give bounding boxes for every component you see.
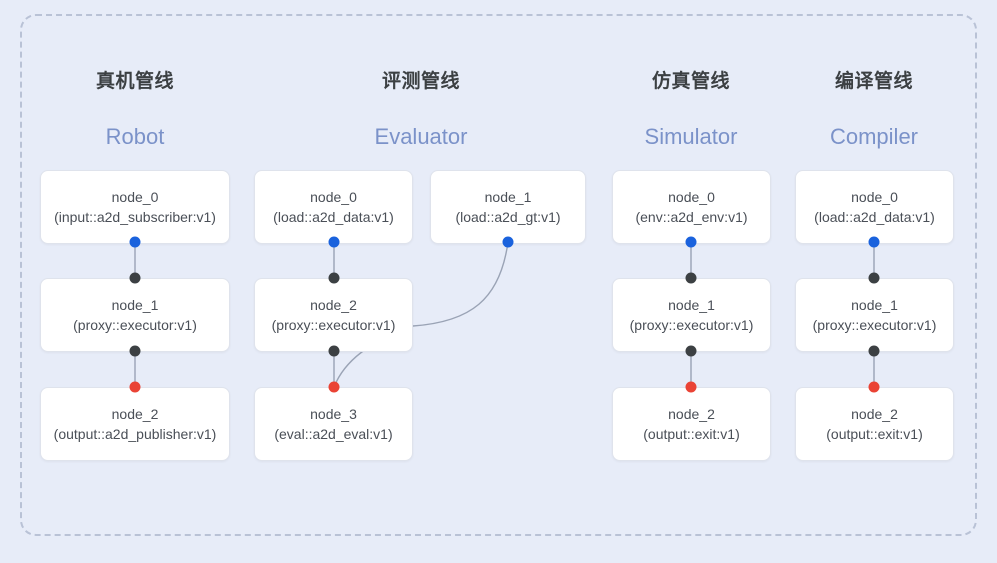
node-spec-label: (output::exit:v1) bbox=[826, 426, 923, 442]
port-dot-black-robot-1[interactable] bbox=[129, 272, 141, 284]
node-spec-label: (output::a2d_publisher:v1) bbox=[53, 426, 217, 442]
node-evaluator-node_0[interactable]: node_0(load::a2d_data:v1) bbox=[254, 170, 413, 244]
port-dot-blue-compiler-0[interactable] bbox=[868, 236, 880, 248]
node-spec-label: (load::a2d_data:v1) bbox=[273, 209, 394, 225]
node-name-label: node_0 bbox=[111, 189, 159, 205]
port-dot-black-simulator-1[interactable] bbox=[685, 272, 697, 284]
column-title-cn-evaluator: 评测管线 bbox=[381, 71, 461, 92]
port-dot-red-simulator-3[interactable] bbox=[685, 381, 697, 393]
column-title-en-compiler: Compiler bbox=[829, 124, 919, 149]
node-robot-node_2[interactable]: node_2(output::a2d_publisher:v1) bbox=[40, 387, 230, 461]
node-evaluator-node_3[interactable]: node_3(eval::a2d_eval:v1) bbox=[254, 387, 413, 461]
node-name-label: node_1 bbox=[668, 297, 715, 313]
node-simulator-node_2[interactable]: node_2(output::exit:v1) bbox=[612, 387, 771, 461]
port-dot-red-robot-3[interactable] bbox=[129, 381, 141, 393]
port-dot-blue-evaluator-0[interactable] bbox=[328, 236, 340, 248]
port-dot-black-simulator-2[interactable] bbox=[685, 345, 697, 357]
node-spec-label: (proxy::executor:v1) bbox=[812, 317, 937, 333]
node-simulator-node_0[interactable]: node_0(env::a2d_env:v1) bbox=[612, 170, 771, 244]
node-name-label: node_2 bbox=[310, 297, 357, 313]
node-name-label: node_1 bbox=[851, 297, 898, 313]
node-name-label: node_2 bbox=[111, 406, 159, 422]
column-title-en-simulator: Simulator bbox=[644, 124, 738, 149]
port-dot-blue-robot-0[interactable] bbox=[129, 236, 141, 248]
node-name-label: node_0 bbox=[668, 189, 715, 205]
column-title-cn-compiler: 编译管线 bbox=[834, 71, 914, 92]
node-spec-label: (load::a2d_gt:v1) bbox=[455, 209, 561, 225]
node-spec-label: (proxy::executor:v1) bbox=[629, 317, 754, 333]
column-title-cn-robot: 真机管线 bbox=[95, 71, 175, 92]
node-compiler-node_1[interactable]: node_1(proxy::executor:v1) bbox=[795, 278, 954, 352]
port-dot-blue-simulator-0[interactable] bbox=[685, 236, 697, 248]
pipeline-group-frame bbox=[20, 14, 977, 536]
node-name-label: node_2 bbox=[668, 406, 715, 422]
port-dot-black-evaluator-2[interactable] bbox=[328, 272, 340, 284]
node-name-label: node_1 bbox=[484, 189, 532, 205]
node-compiler-node_0[interactable]: node_0(load::a2d_data:v1) bbox=[795, 170, 954, 244]
node-spec-label: (eval::a2d_eval:v1) bbox=[274, 426, 393, 442]
node-name-label: node_1 bbox=[111, 297, 159, 313]
node-spec-label: (load::a2d_data:v1) bbox=[814, 209, 935, 225]
port-dot-red-compiler-3[interactable] bbox=[868, 381, 880, 393]
node-evaluator-node_2[interactable]: node_2(proxy::executor:v1) bbox=[254, 278, 413, 352]
node-compiler-node_2[interactable]: node_2(output::exit:v1) bbox=[795, 387, 954, 461]
port-dot-black-compiler-2[interactable] bbox=[868, 345, 880, 357]
port-dot-black-evaluator-3[interactable] bbox=[328, 345, 340, 357]
node-spec-label: (env::a2d_env:v1) bbox=[635, 209, 748, 225]
column-title-en-robot: Robot bbox=[105, 124, 165, 149]
port-dot-red-evaluator-4[interactable] bbox=[328, 381, 340, 393]
node-spec-label: (proxy::executor:v1) bbox=[73, 317, 197, 333]
node-name-label: node_0 bbox=[310, 189, 357, 205]
port-dot-blue-evaluator-1[interactable] bbox=[502, 236, 514, 248]
node-spec-label: (input::a2d_subscriber:v1) bbox=[54, 209, 216, 225]
node-name-label: node_0 bbox=[851, 189, 898, 205]
node-spec-label: (proxy::executor:v1) bbox=[271, 317, 396, 333]
node-robot-node_0[interactable]: node_0(input::a2d_subscriber:v1) bbox=[40, 170, 230, 244]
node-simulator-node_1[interactable]: node_1(proxy::executor:v1) bbox=[612, 278, 771, 352]
node-name-label: node_3 bbox=[310, 406, 357, 422]
port-dot-black-robot-2[interactable] bbox=[129, 345, 141, 357]
node-robot-node_1[interactable]: node_1(proxy::executor:v1) bbox=[40, 278, 230, 352]
node-spec-label: (output::exit:v1) bbox=[643, 426, 740, 442]
node-evaluator-node_1[interactable]: node_1(load::a2d_gt:v1) bbox=[430, 170, 586, 244]
column-title-cn-simulator: 仿真管线 bbox=[651, 71, 731, 92]
column-title-en-evaluator: Evaluator bbox=[374, 124, 468, 149]
node-name-label: node_2 bbox=[851, 406, 898, 422]
port-dot-black-compiler-1[interactable] bbox=[868, 272, 880, 284]
